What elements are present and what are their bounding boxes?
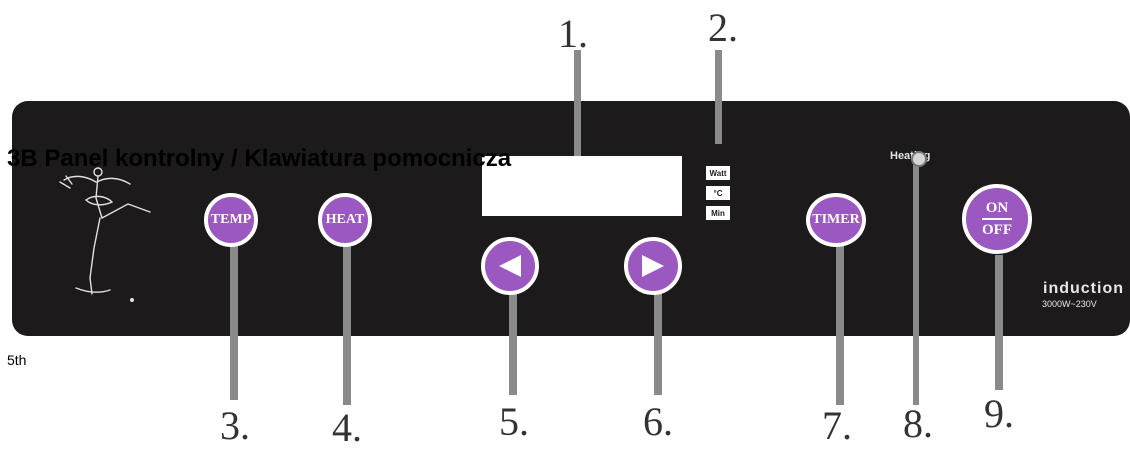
unit-min: Min: [706, 206, 730, 220]
control-panel: [12, 101, 1130, 336]
callout-8: 8.: [903, 401, 933, 446]
page-title: 3B Panel kontrolny / Klawiatura pomocnic…: [7, 145, 512, 172]
temp-button[interactable]: TEMP: [204, 193, 258, 247]
callout-1: 1.: [558, 11, 588, 56]
leader-line-7: [836, 245, 844, 405]
arrow-right-icon: [642, 255, 664, 277]
right-arrow-button[interactable]: [624, 237, 682, 295]
heat-button[interactable]: HEAT: [318, 193, 372, 247]
off-label: OFF: [982, 222, 1012, 238]
leader-line-9: [995, 255, 1003, 390]
callout-9: 9.: [984, 391, 1014, 436]
lcd-display: [482, 156, 682, 216]
callout-6: 6.: [643, 399, 673, 444]
callout-4: 4.: [332, 405, 362, 450]
leader-line-6: [654, 285, 662, 395]
brand-spec: 3000W~230V: [1042, 299, 1097, 309]
callout-5: 5.: [499, 399, 529, 444]
timer-button[interactable]: TIMER: [806, 193, 866, 247]
on-off-divider: [982, 218, 1012, 220]
unit-watt: Watt: [706, 166, 730, 180]
leader-line-4: [343, 245, 351, 405]
callout-3: 3.: [220, 403, 250, 448]
callout-7: 7.: [822, 403, 852, 448]
leader-line-5: [509, 285, 517, 395]
on-label: ON: [985, 200, 1009, 216]
ballerina-logo-icon: [59, 167, 151, 302]
leader-line-8: [913, 165, 919, 405]
leader-line-2: [715, 50, 722, 144]
leader-line-1: [574, 50, 581, 176]
on-off-button[interactable]: ON OFF: [962, 184, 1032, 254]
unit-celsius: °C: [706, 186, 730, 200]
left-arrow-button[interactable]: [481, 237, 539, 295]
leader-line-3: [230, 245, 238, 400]
callout-2: 2.: [708, 5, 738, 50]
brand-name: induction: [1043, 280, 1124, 297]
side-note: 5th: [7, 352, 27, 368]
arrow-left-icon: [499, 255, 521, 277]
heating-indicator-led: [911, 151, 927, 167]
